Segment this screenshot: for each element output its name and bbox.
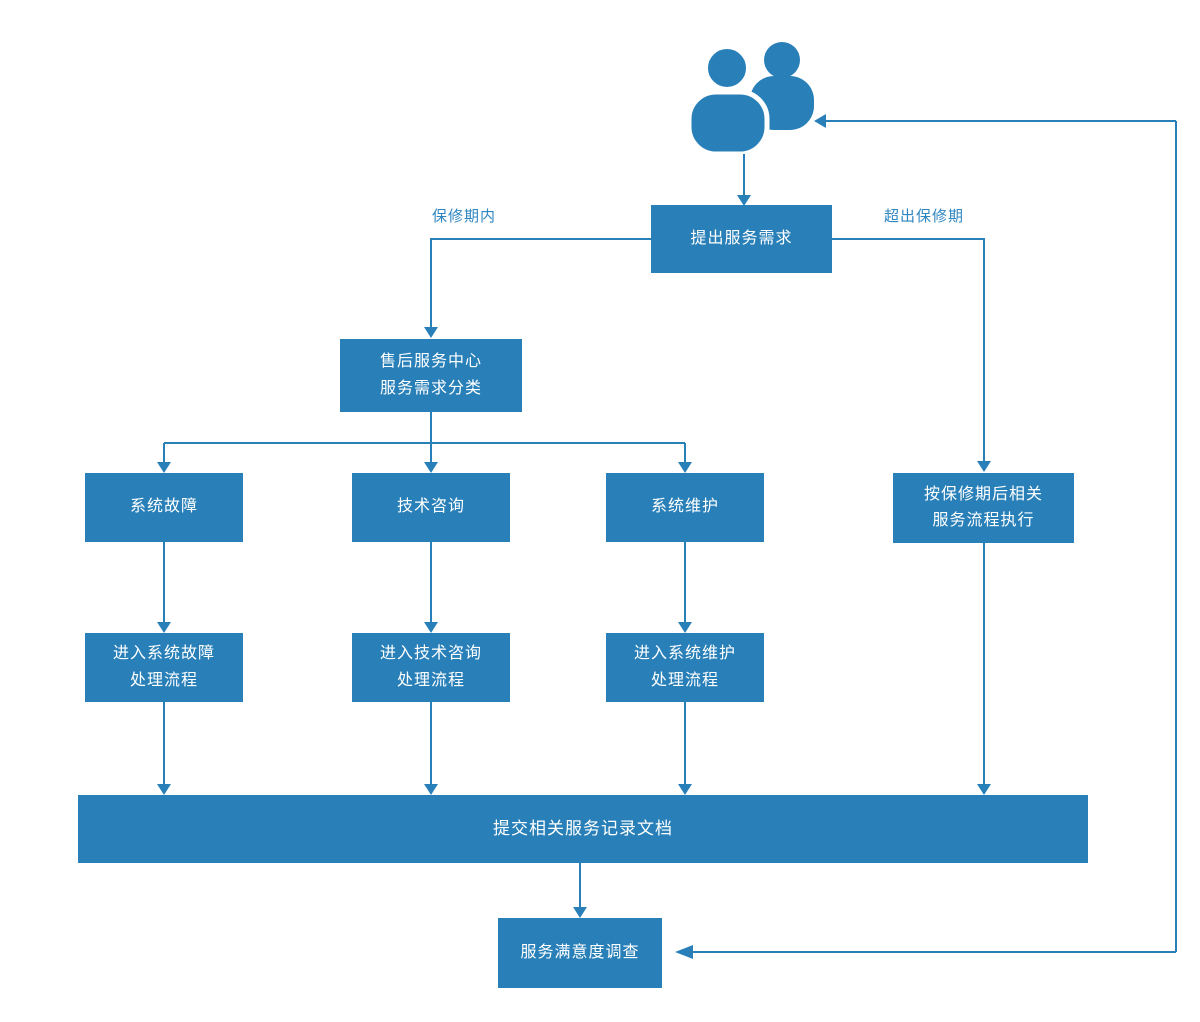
edge-to-system-fault-arrowhead [157,462,171,473]
node-system-maintain-label: 系统维护 [650,498,719,516]
node-maintain-process-line2: 处理流程 [650,671,719,689]
edge-request-to-postwarranty [832,238,985,461]
node-maintain-process: 进入系统维护 处理流程 [606,633,764,702]
node-service-center-line1: 售后服务中心 [379,353,482,371]
edge-feedback-bottom-arrowhead [675,945,693,959]
edge-maintainprocess-to-submit-arrowhead [678,784,692,795]
edge-request-to-classify [430,238,651,327]
edge-postwarranty-to-submit-arrowhead [977,784,991,795]
edge-request-to-postwarranty-arrowhead [977,461,991,472]
edge-maintain-to-process-arrowhead [678,622,692,633]
node-fault-process-line2: 处理流程 [129,671,198,689]
node-consult-process: 进入技术咨询 处理流程 [352,633,510,702]
edge-faultprocess-to-submit-arrowhead [157,784,171,795]
node-system-maintain: 系统维护 [606,473,764,542]
node-request-label: 提出服务需求 [690,229,793,247]
node-submit-record: 提交相关服务记录文档 [78,795,1088,863]
edge-consult-to-process-arrowhead [424,622,438,633]
node-maintain-process-line1: 进入系统维护 [633,645,736,663]
edge-consultprocess-to-submit-arrowhead [424,784,438,795]
edge-submit-to-survey-arrowhead [573,907,587,918]
edge-to-system-maintain-arrowhead [678,462,692,473]
users-icon [686,42,814,154]
node-fault-process-line1: 进入系统故障 [112,645,215,663]
node-post-warranty: 按保修期后相关 服务流程执行 [893,473,1074,543]
node-satisfaction-survey-label: 服务满意度调查 [520,943,640,961]
node-request: 提出服务需求 [651,205,832,273]
node-tech-consult-label: 技术咨询 [396,498,465,516]
edge-label-in-warranty: 保修期内 [432,208,497,225]
node-system-fault-label: 系统故障 [129,498,198,516]
edge-request-to-classify-arrowhead [424,327,438,338]
node-post-warranty-line1: 按保修期后相关 [923,485,1043,503]
node-consult-process-line1: 进入技术咨询 [379,645,482,663]
node-post-warranty-line2: 服务流程执行 [932,512,1035,529]
edge-to-tech-consult-arrowhead [424,462,438,473]
node-consult-process-line2: 处理流程 [396,671,465,689]
node-satisfaction-survey: 服务满意度调查 [498,918,662,988]
node-service-center: 售后服务中心 服务需求分类 [340,339,522,412]
edge-fault-to-process-arrowhead [157,622,171,633]
node-system-fault: 系统故障 [85,473,243,542]
node-tech-consult: 技术咨询 [352,473,510,542]
node-submit-record-label: 提交相关服务记录文档 [493,818,673,838]
node-service-center-line2: 服务需求分类 [379,379,482,397]
edge-label-out-of-warranty: 超出保修期 [884,208,965,225]
node-fault-process: 进入系统故障 处理流程 [85,633,243,702]
